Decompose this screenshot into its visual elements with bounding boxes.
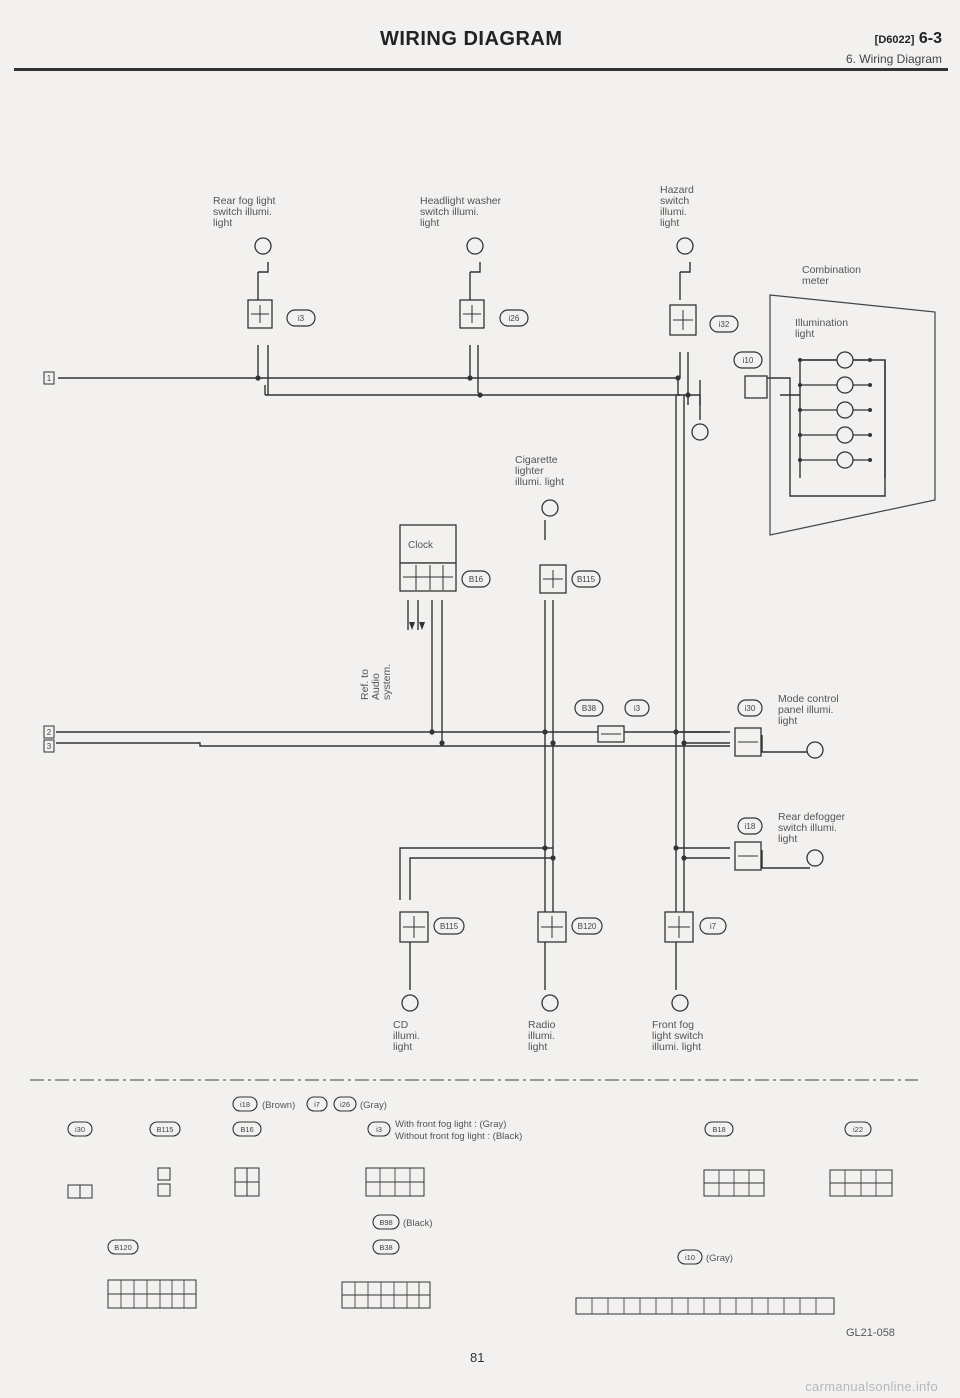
legend-b115: B115 xyxy=(157,1125,174,1134)
legend-oval-texts: i18 i7 i26 i30 B115 B16 i3 B18 i22 B120 … xyxy=(75,1100,863,1262)
conn-c9: i30 xyxy=(745,704,756,713)
side-num-3: 3 xyxy=(47,742,52,751)
legend-texts: (Brown) (Gray) With front fog light : (G… xyxy=(262,1100,733,1264)
figure-id: GL21-058 xyxy=(846,1327,895,1339)
label-illumination-light: Illumination light xyxy=(795,317,849,340)
legend-ovals xyxy=(67,1096,872,1265)
conn-c4: i10 xyxy=(743,356,754,365)
legend-brown: (Brown) xyxy=(262,1100,295,1111)
wire-bus-1b xyxy=(264,385,680,396)
label-radio: Radio illumi. light xyxy=(528,1019,556,1053)
legend-i3-note1: With front fog light : (Gray) xyxy=(395,1119,506,1130)
legend-i30: i30 xyxy=(75,1125,85,1134)
label-hazard: Hazard switch illumi. light xyxy=(660,184,694,229)
bulb-defog xyxy=(806,849,824,867)
legend-gray1: (Gray) xyxy=(360,1100,387,1111)
section-code: [D6022] 6-3 xyxy=(875,30,942,48)
legend-b16: B16 xyxy=(240,1125,253,1134)
label-ref-audio: Ref. to Audio system. xyxy=(359,663,393,700)
legend-i7: i7 xyxy=(314,1100,320,1109)
ground-symbol xyxy=(691,423,709,441)
conn-c1: i3 xyxy=(298,314,305,323)
conn-c8: i3 xyxy=(634,704,641,713)
bulb-mode xyxy=(806,741,824,759)
section-code-big: 6-3 xyxy=(918,30,942,47)
section-code-small: [D6022] xyxy=(874,34,915,46)
meter-bulb-wires xyxy=(800,359,870,461)
pinout-dividers xyxy=(120,1168,877,1314)
label-mode-control: Mode control panel illumi. light xyxy=(778,693,839,727)
conn-c12: B120 xyxy=(578,922,597,931)
side-num-2: 2 xyxy=(47,728,52,737)
bulb-radio xyxy=(541,994,559,1012)
label-hl-washer: Headlight washer switch illumi. light xyxy=(420,195,502,229)
watermark[interactable]: carmanualsonline.info xyxy=(805,1379,938,1394)
page-number: 81 xyxy=(470,1350,485,1365)
label-combination-meter: Combination meter xyxy=(802,264,861,287)
legend-b120: B120 xyxy=(114,1243,132,1252)
conn-c11: B115 xyxy=(440,922,459,931)
side-num-1: 1 xyxy=(47,374,52,383)
combination-meter-outline xyxy=(769,294,936,536)
page-subtitle: 6. Wiring Diagram xyxy=(845,52,942,66)
side-number-texts: 1 2 3 xyxy=(47,374,52,751)
legend-i10: i10 xyxy=(685,1253,695,1262)
bulb-hazard xyxy=(676,237,694,255)
bulb-cigarette xyxy=(541,499,559,517)
legend-i18: i18 xyxy=(240,1100,250,1109)
meter-bulbs xyxy=(836,351,854,469)
label-cigarette: Cigarette lighter illumi. light xyxy=(515,454,565,488)
legend-i22: i22 xyxy=(853,1125,863,1134)
label-clock: Clock xyxy=(408,540,434,551)
legend-i3-note2: Without front fog light : (Black) xyxy=(395,1131,522,1142)
side-number-boxes xyxy=(43,371,55,753)
audio-arrows xyxy=(409,622,425,630)
legend-b38: B38 xyxy=(379,1243,392,1252)
legend-i3: i3 xyxy=(376,1125,382,1134)
conn-c10: i18 xyxy=(745,822,756,831)
conn-c6: B115 xyxy=(577,575,596,584)
bulbs xyxy=(254,237,854,1012)
label-rear-fog: Rear fog light switch illumi. light xyxy=(213,195,276,229)
conn-c5: B16 xyxy=(469,575,484,584)
bulb-hl-washer xyxy=(466,237,484,255)
label-front-fog: Front fog light switch illumi. light xyxy=(652,1019,704,1053)
conn-c13: i7 xyxy=(710,922,717,931)
conn-c3: i32 xyxy=(719,320,730,329)
legend-b98: B98 xyxy=(379,1218,392,1227)
bulb-rear-fog xyxy=(254,237,272,255)
legend-b18: B18 xyxy=(712,1125,725,1134)
page-title: WIRING DIAGRAM xyxy=(380,28,563,50)
bulb-front-fog xyxy=(671,994,689,1012)
label-rear-defogger: Rear defogger switch illumi. light xyxy=(778,811,846,845)
bulb-cd xyxy=(401,994,419,1012)
junction-dots xyxy=(255,358,872,861)
legend-gray2: (Gray) xyxy=(706,1253,733,1264)
wires xyxy=(56,262,886,990)
box-meter xyxy=(744,375,768,399)
pinout-grids xyxy=(67,1167,893,1315)
legend-black: (Black) xyxy=(403,1218,433,1229)
conn-c7: B38 xyxy=(582,704,597,713)
box-internals xyxy=(251,305,758,938)
conn-c2: i26 xyxy=(509,314,520,323)
wire-bus-1 xyxy=(58,377,700,396)
label-cd: CD illumi. light xyxy=(393,1019,420,1053)
header-rule xyxy=(14,68,948,71)
connector-oval-texts: i3 i26 i32 i10 B16 B115 B38 i3 i30 i18 B… xyxy=(298,314,756,931)
connector-ovals xyxy=(286,309,763,935)
wire-bus-3 xyxy=(56,742,730,747)
legend-i26: i26 xyxy=(340,1100,350,1109)
